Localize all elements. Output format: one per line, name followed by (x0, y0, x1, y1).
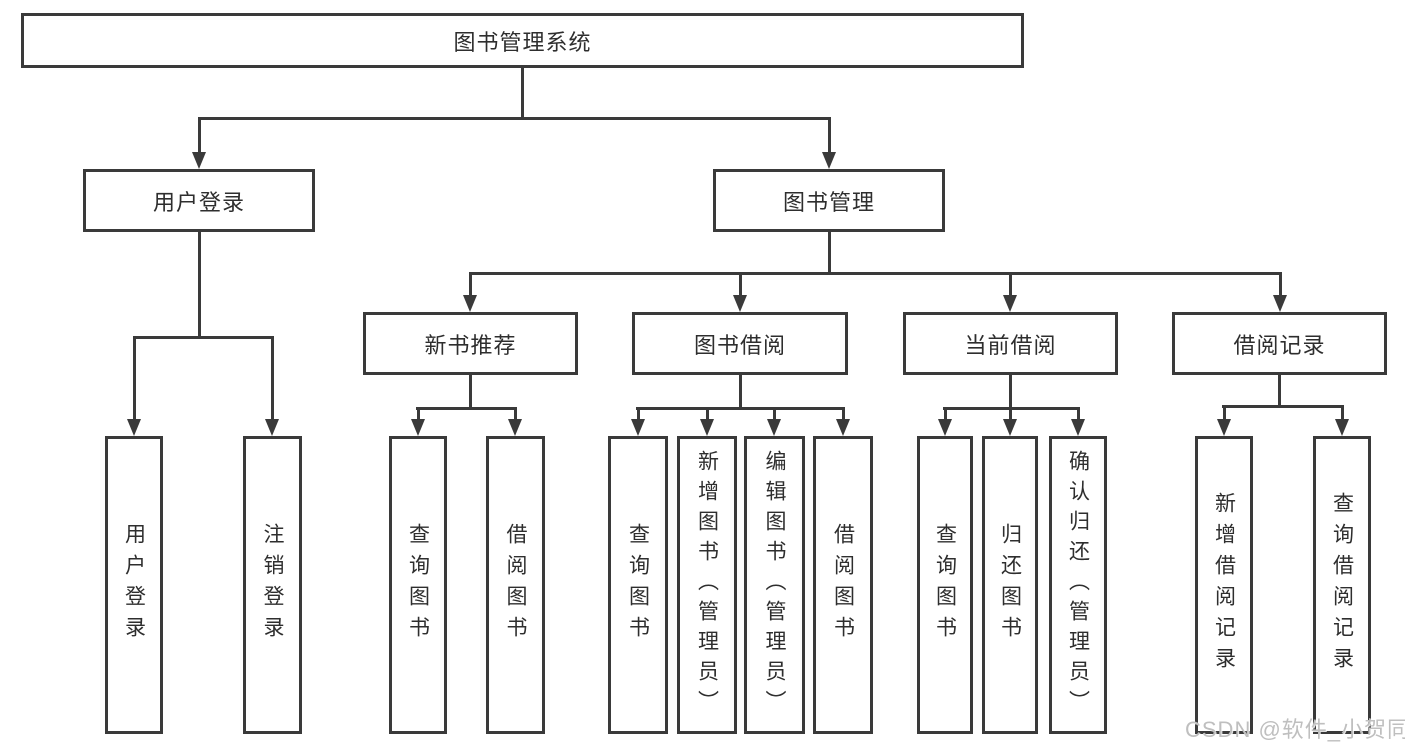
connector-hline (133, 336, 274, 339)
csdn-watermark: CSDN @软件_小贺同学 (1185, 717, 1405, 742)
connector-vline (514, 407, 517, 421)
leaf-nb-query-book: 查询图书 (389, 436, 447, 734)
node-book-borrow: 图书借阅 (632, 312, 848, 375)
leaf-br-add-record: 新增借阅记录 (1195, 436, 1253, 734)
arrow-down-icon (733, 295, 747, 312)
connector-vline (637, 407, 640, 421)
arrow-down-icon (1273, 295, 1287, 312)
connector-vline (469, 375, 472, 407)
arrow-down-icon (1335, 419, 1349, 436)
connector-vline (1009, 272, 1012, 296)
connector-vline (521, 68, 524, 117)
leaf-cb-confirm-return: 确认归还（管理员） (1049, 436, 1107, 734)
node-root: 图书管理系统 (21, 13, 1024, 68)
connector-vline (739, 272, 742, 296)
connector-hline (198, 117, 831, 120)
arrow-down-icon (822, 152, 836, 169)
arrow-down-icon (938, 419, 952, 436)
connector-vline (706, 407, 709, 421)
connector-vline (133, 336, 136, 420)
connector-vline (1077, 407, 1080, 421)
node-new-book-rec: 新书推荐 (363, 312, 578, 375)
connector-vline (828, 117, 831, 153)
connector-vline (1341, 405, 1344, 421)
connector-vline (198, 117, 201, 153)
leaf-nb-borrow-book: 借阅图书 (486, 436, 545, 734)
connector-vline (417, 407, 420, 421)
leaf-bb-borrow-book: 借阅图书 (813, 436, 873, 734)
arrow-down-icon (1217, 419, 1231, 436)
leaf-bb-query-book: 查询图书 (608, 436, 668, 734)
node-current-borrow: 当前借阅 (903, 312, 1118, 375)
leaf-logout: 注销登录 (243, 436, 302, 734)
arrow-down-icon (411, 419, 425, 436)
arrow-down-icon (127, 419, 141, 436)
connector-vline (271, 336, 274, 420)
connector-vline (1279, 272, 1282, 296)
connector-vline (469, 272, 472, 296)
arrow-down-icon (631, 419, 645, 436)
leaf-cb-return-book: 归还图书 (982, 436, 1038, 734)
connector-vline (739, 375, 742, 407)
connector-hline (416, 407, 516, 410)
connector-hline (469, 272, 1281, 275)
leaf-br-query-record: 查询借阅记录 (1313, 436, 1371, 734)
arrow-down-icon (265, 419, 279, 436)
arrow-down-icon (700, 419, 714, 436)
arrow-down-icon (508, 419, 522, 436)
node-book-mgmt: 图书管理 (713, 169, 945, 232)
connector-vline (944, 407, 947, 421)
arrow-down-icon (836, 419, 850, 436)
arrow-down-icon (192, 152, 206, 169)
arrow-down-icon (1003, 295, 1017, 312)
connector-vline (1009, 407, 1012, 421)
connector-vline (842, 407, 845, 421)
connector-hline (1222, 405, 1344, 408)
connector-vline (828, 232, 831, 272)
connector-vline (1223, 405, 1226, 421)
arrow-down-icon (1071, 419, 1085, 436)
arrow-down-icon (463, 295, 477, 312)
connector-hline (636, 407, 845, 410)
leaf-bb-edit-book: 编辑图书（管理员） (744, 436, 805, 734)
leaf-cb-query-book: 查询图书 (917, 436, 973, 734)
connector-vline (773, 407, 776, 421)
connector-vline (1009, 375, 1012, 407)
node-borrow-record: 借阅记录 (1172, 312, 1387, 375)
leaf-bb-add-book: 新增图书（管理员） (677, 436, 737, 734)
arrow-down-icon (1003, 419, 1017, 436)
node-user-login: 用户登录 (83, 169, 315, 232)
arrow-down-icon (767, 419, 781, 436)
connector-vline (198, 232, 201, 336)
connector-vline (1278, 375, 1281, 405)
leaf-user-login: 用户登录 (105, 436, 163, 734)
